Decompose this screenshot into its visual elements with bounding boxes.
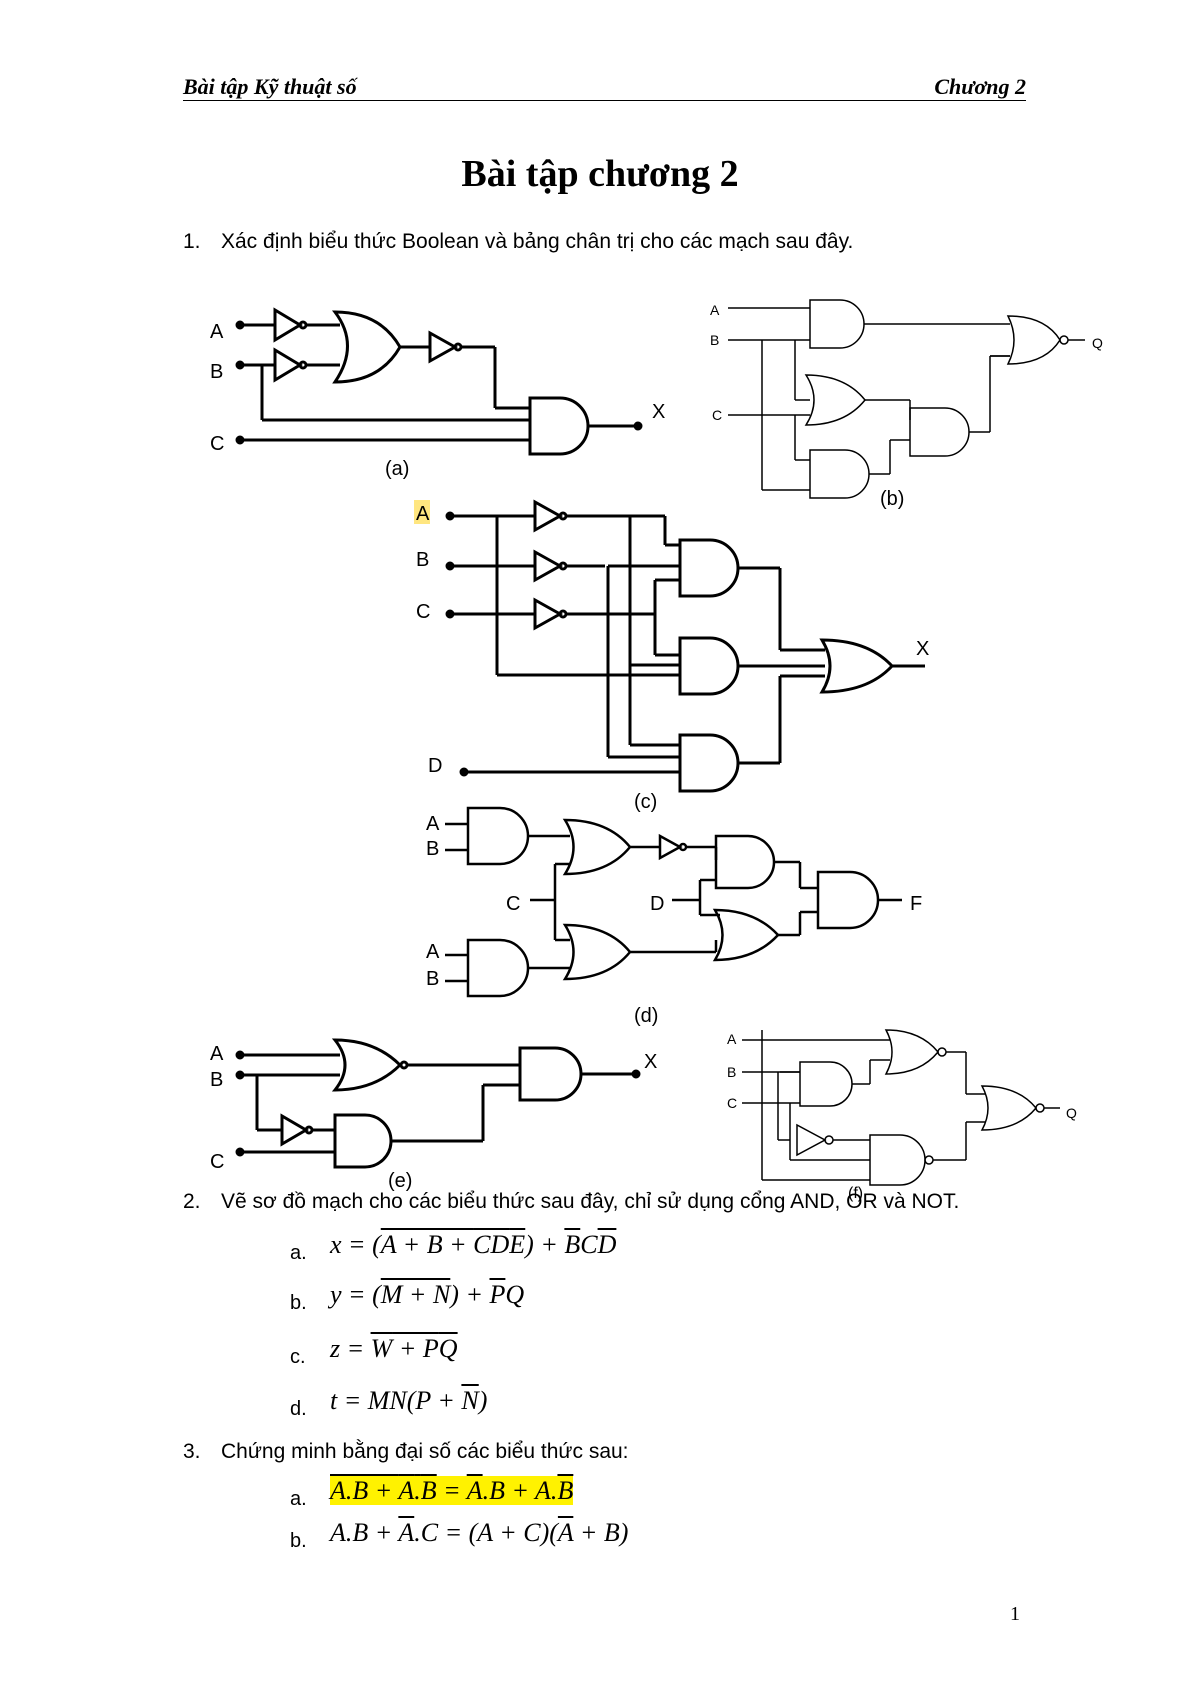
q3-expr-b: A.B + A.C = (A + C)(A + B) [330,1518,629,1547]
svg-text:C: C [210,1151,224,1173]
svg-text:F: F [910,893,922,915]
circuit-d: A B C D A B F (d) [426,806,922,1027]
q2-expr-c: z = W + PQ [330,1334,458,1363]
q3-item-a: a. [290,1488,307,1510]
svg-text:(d): (d) [634,1005,658,1027]
svg-text:A: A [710,302,720,318]
q3-item-b: b. [290,1530,307,1552]
question-1: 1.Xác định biểu thức Boolean và bảng châ… [183,230,854,253]
svg-text:A: A [426,813,440,835]
svg-text:C: C [210,433,224,455]
svg-text:(b): (b) [880,488,904,510]
q2-item-b: b. [290,1292,307,1314]
q2-expr-b: y = (M + N) + PQ [330,1280,525,1309]
svg-text:B: B [727,1064,736,1080]
svg-text:C: C [506,893,520,915]
circuit-c: A B C D X (c) [414,499,929,813]
svg-text:(f): (f) [848,1185,863,1202]
circuit-f: A B C Q (f) [727,1029,1077,1202]
q2-item-a: a. [290,1242,307,1264]
circuit-a: A B C X (a) [210,307,665,480]
circuit-e: A B C X (e) [210,1038,657,1192]
header-right: Chương 2 [934,74,1026,99]
q2-expr-d: t = MN(P + N) [330,1386,488,1415]
q2-expr-a: x = (A + B + CDE) + BCD [330,1230,617,1259]
svg-text:D: D [650,893,664,915]
svg-text:A: A [210,321,224,343]
svg-text:(c): (c) [634,791,657,813]
circuit-b: A B C Q (b) [710,299,1103,510]
q2-item-c: c. [290,1346,306,1368]
svg-text:B: B [710,332,719,348]
svg-text:C: C [712,407,722,423]
svg-text:X: X [644,1051,657,1073]
page-number: 1 [1010,1603,1020,1625]
svg-text:B: B [210,1069,223,1091]
header-left: Bài tập Kỹ thuật số [183,74,357,99]
svg-text:Q: Q [1092,335,1103,351]
svg-text:A: A [416,503,430,525]
svg-text:A: A [426,941,440,963]
q2-item-d: d. [290,1398,307,1420]
svg-text:C: C [727,1095,737,1111]
svg-text:B: B [426,838,439,860]
svg-text:C: C [416,601,430,623]
page-header: Bài tập Kỹ thuật số Chương 2 [183,70,1026,101]
svg-text:Q: Q [1066,1105,1077,1121]
svg-text:A: A [210,1043,224,1065]
question-2: 2.Vẽ sơ đồ mạch cho các biểu thức sau đâ… [183,1190,960,1213]
svg-text:D: D [428,755,442,777]
question-3: 3.Chứng minh bằng đại số các biểu thức s… [183,1440,629,1463]
svg-text:B: B [210,361,223,383]
svg-text:(e): (e) [388,1170,412,1192]
q3-expr-a: A.B + A.B = A.B + A.B [330,1476,574,1505]
svg-text:B: B [416,549,429,571]
svg-text:(a): (a) [385,458,409,480]
svg-text:A: A [727,1031,737,1047]
svg-text:X: X [916,638,929,660]
svg-text:B: B [426,968,439,990]
page-title: Bài tập chương 2 [461,153,739,195]
svg-text:X: X [652,401,665,423]
